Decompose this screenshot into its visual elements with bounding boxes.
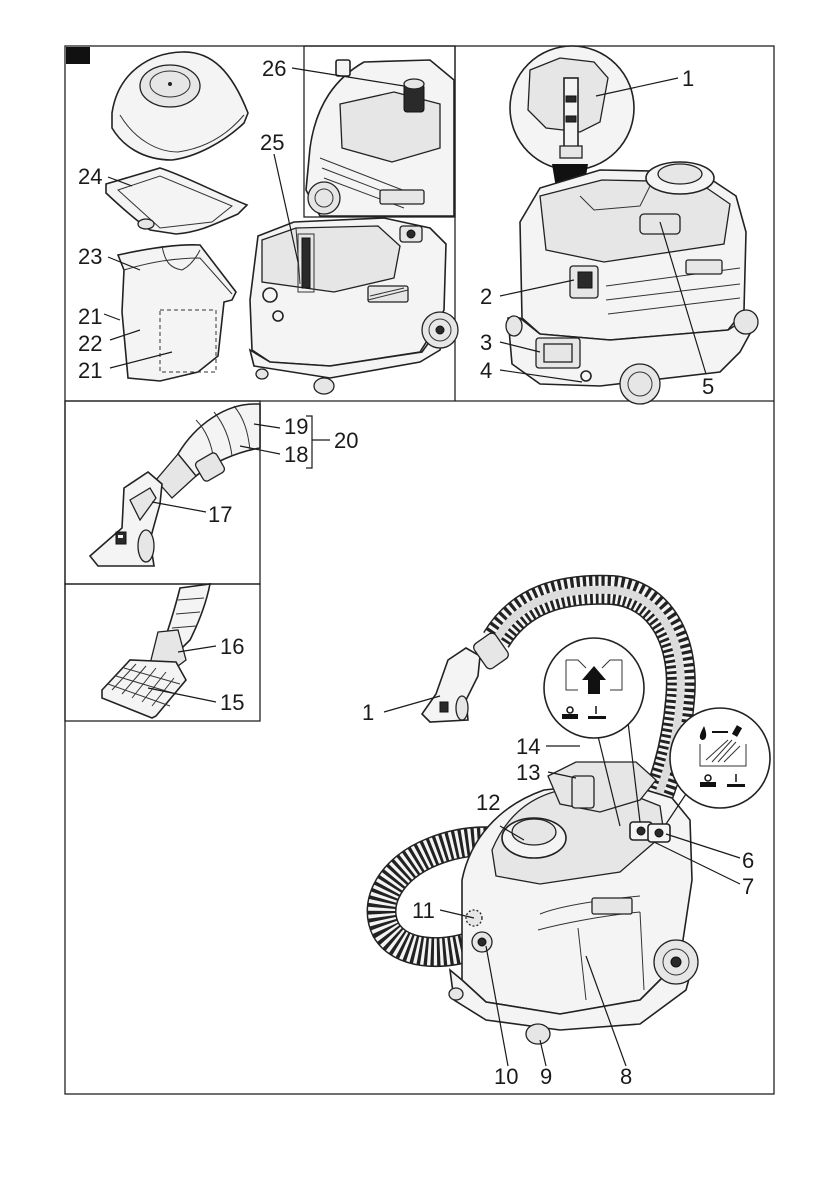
label-21: 21 xyxy=(78,358,102,383)
label-6: 6 xyxy=(742,848,754,873)
label-14: 14 xyxy=(516,734,540,759)
panel-device-assembled: 1 14 13 12 11 10 9 8 7 6 xyxy=(362,590,770,1089)
label-9: 9 xyxy=(540,1064,552,1089)
label-1: 1 xyxy=(362,700,374,725)
label-25: 25 xyxy=(260,130,284,155)
label-1-top: 1 xyxy=(682,66,694,91)
panel-hand-nozzle: 19 18 20 17 xyxy=(90,404,358,566)
dirt-water-tank xyxy=(118,245,236,381)
panel-device-top: 1 2 3 4 5 xyxy=(480,46,758,404)
label-10: 10 xyxy=(494,1064,518,1089)
label-15: 15 xyxy=(220,690,244,715)
device-lid xyxy=(112,52,248,160)
label-19: 19 xyxy=(284,414,308,439)
label-16: 16 xyxy=(220,634,244,659)
panel-parts-exploded: 21 22 21 23 24 25 26 xyxy=(78,52,458,394)
device-open-tank xyxy=(250,218,458,394)
label-5: 5 xyxy=(702,374,714,399)
label-7: 7 xyxy=(742,874,754,899)
label-4: 4 xyxy=(480,358,492,383)
label-20: 20 xyxy=(334,428,358,453)
detail-inset-float xyxy=(306,60,454,216)
label-2: 2 xyxy=(480,284,492,309)
panel-upholstery-nozzle: 16 15 xyxy=(102,584,244,718)
label-26: 26 xyxy=(262,56,286,81)
label-13: 13 xyxy=(516,760,540,785)
filter-cover-plate xyxy=(106,168,247,234)
label-17: 17 xyxy=(208,502,232,527)
label-3: 3 xyxy=(480,330,492,355)
label-21-arrow: 21 xyxy=(78,304,102,329)
label-18: 18 xyxy=(284,442,308,467)
label-12: 12 xyxy=(476,790,500,815)
section-marker xyxy=(66,47,90,64)
label-8: 8 xyxy=(620,1064,632,1089)
label-24: 24 xyxy=(78,164,102,189)
label-23: 23 xyxy=(78,244,102,269)
spray-symbol-callout xyxy=(666,708,770,824)
label-22: 22 xyxy=(78,331,102,356)
label-11: 11 xyxy=(412,898,435,923)
